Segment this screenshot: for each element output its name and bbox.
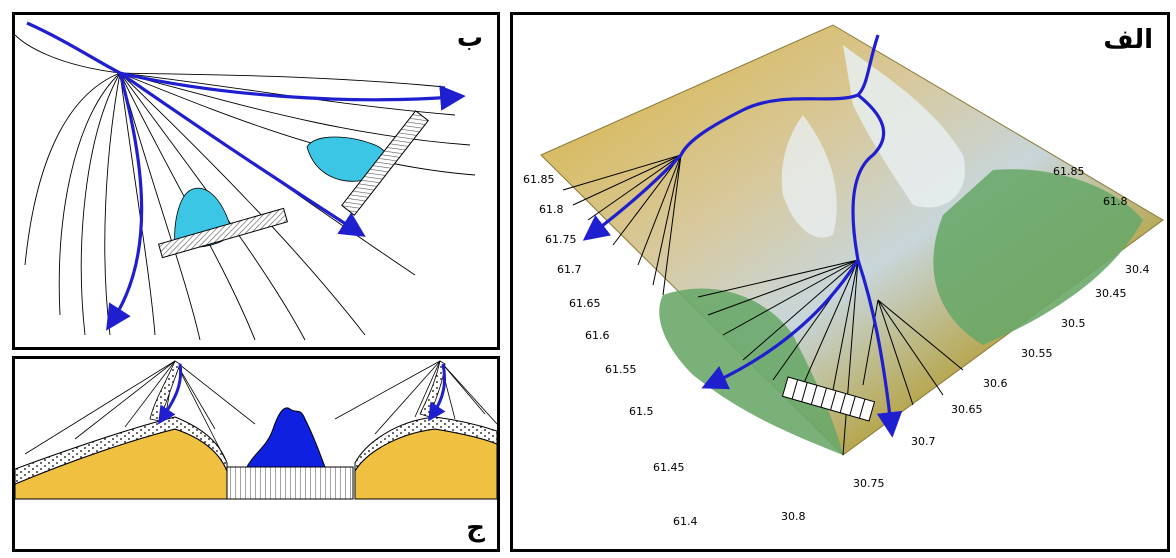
axis-bottom-tick: 30.6 <box>983 377 1008 390</box>
axis-left-tick: 61.6 <box>585 329 610 342</box>
dem-flow-arrows <box>582 34 903 438</box>
axis-bottom-tick: 30.5 <box>1061 317 1086 330</box>
dam-upper <box>341 110 429 216</box>
axis-right-tick: 61.8 <box>1103 195 1128 208</box>
bedrock-block <box>226 466 354 500</box>
dam-lower <box>157 207 289 259</box>
cross-section-drawing <box>15 360 497 500</box>
axis-bottom-tick: 30.55 <box>1021 347 1053 360</box>
axis-left-tick: 61.45 <box>653 461 685 474</box>
dem-axis-left: 61.85 61.8 61.75 61.7 61.65 61.6 61.55 6… <box>523 173 698 528</box>
dem-axis-bottom: 30.8 30.75 30.7 30.65 30.6 30.55 30.5 30… <box>781 263 1150 523</box>
axis-left-tick: 61.4 <box>673 515 698 528</box>
dem-dam <box>781 376 876 422</box>
fan-schematic-drawing <box>15 21 476 341</box>
panel-b-label: ب <box>456 23 483 53</box>
highland-white <box>843 45 965 208</box>
axis-bottom-tick: 30.45 <box>1095 287 1127 300</box>
green-plain-left <box>659 288 843 455</box>
axis-bottom-tick: 30.4 <box>1125 263 1150 276</box>
axis-left-tick: 61.8 <box>539 203 564 216</box>
green-plain-right <box>933 169 1143 345</box>
axis-left-tick: 61.55 <box>605 363 637 376</box>
axis-left-tick: 61.5 <box>629 405 654 418</box>
panel-c-cross-section: ج <box>12 356 500 552</box>
axis-left-tick: 61.7 <box>557 263 582 276</box>
panel-a-label: الف <box>1103 25 1153 55</box>
axis-right-tick: 61.85 <box>1053 165 1085 178</box>
axis-bottom-tick: 30.8 <box>781 510 806 523</box>
axis-left-tick: 61.75 <box>545 233 577 246</box>
panel-c-label: ج <box>466 513 485 543</box>
flow-arrow-left <box>158 363 183 425</box>
axis-left-tick: 61.85 <box>523 173 555 186</box>
axis-bottom-tick: 30.65 <box>951 403 983 416</box>
flow-arrow-right <box>428 363 447 422</box>
fan-distributary-lines <box>15 34 476 341</box>
flow-arrows-b <box>26 21 466 331</box>
axis-left-tick: 61.65 <box>569 297 601 310</box>
ridge-white <box>781 115 837 238</box>
panel-a-dem-3d: 61.85 61.8 61.75 61.7 61.65 61.6 61.55 6… <box>510 12 1170 552</box>
dem-axis-right: 61.85 61.8 <box>1053 165 1128 208</box>
cross-section-lines <box>24 360 497 460</box>
central-peak <box>246 407 326 468</box>
axis-bottom-tick: 30.7 <box>911 435 936 448</box>
gravel-layer-right <box>354 416 497 473</box>
axis-bottom-tick: 30.75 <box>853 477 885 490</box>
dem-3d-drawing: 61.85 61.8 61.75 61.7 61.65 61.6 61.55 6… <box>523 24 1164 528</box>
panel-b-fan-schematic: ب <box>12 12 500 350</box>
dem-fan-lines <box>562 154 964 456</box>
